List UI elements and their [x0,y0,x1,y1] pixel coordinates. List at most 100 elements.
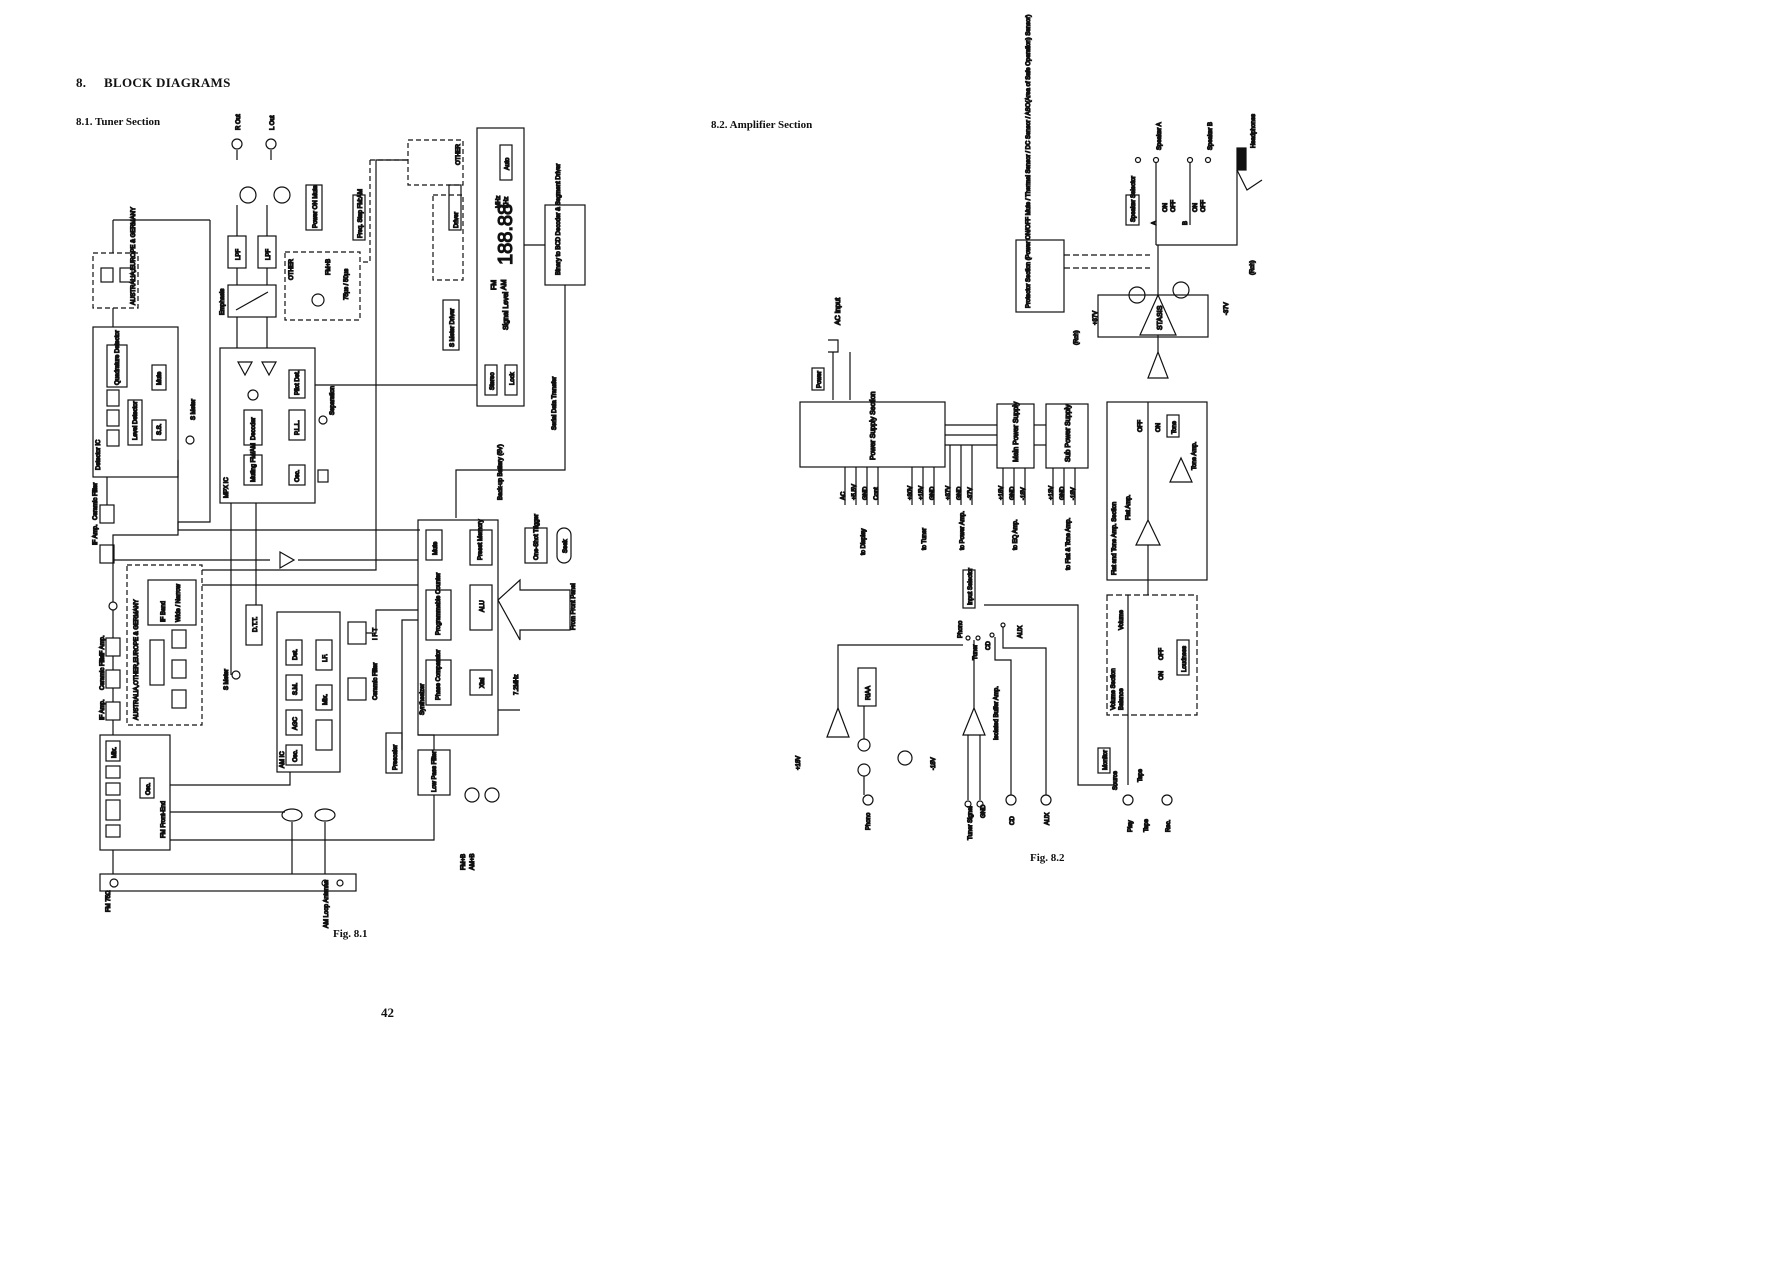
mpx-sum [247,389,259,401]
aux-sel-label: AUX [1018,626,1024,638]
amp-figure-caption: Fig. 8.2 [1030,852,1065,864]
one-shot-label: One-Shot Trigger [534,514,540,560]
am-antenna-terminal-1 [321,879,329,887]
other-label: OTHER [289,258,295,280]
input-selector-box[interactable] [962,569,976,609]
xtal-label: Xtal [480,678,486,688]
serial-data-label: Serial Data Transfer [552,377,558,430]
if-amp-1 [105,701,121,721]
quadrature-label: Quadrature Detector [115,330,121,385]
headphones-jack [1236,147,1247,171]
seek-button[interactable] [556,527,572,564]
rails-display: AC +5.5V GND Cont to Display [840,484,880,556]
am-agc-box [285,709,303,736]
spk-a-off-lbl: OFF [1171,200,1177,212]
speaker-a-label: Speaker A [1157,122,1163,150]
det-amp-1 [106,429,120,447]
aux-jack-label: AUX [1045,813,1051,825]
rail-flat-0: +13V [1049,486,1055,500]
rch-label-2: (Rch) [1250,260,1256,275]
tone-switch-box[interactable] [1166,414,1180,438]
riaa-label: RIAA [866,686,872,700]
europe-amp-2 [119,267,133,283]
spk-b-on-lbl: ON [1193,203,1199,212]
dtt-label: D.T.T. [253,616,259,632]
auto-label: Auto [505,157,511,170]
cpu-mute-label: Mute [433,541,439,555]
speaker-selector-label: Speaker Selector [1131,176,1137,222]
mute-label: Mute [157,371,163,385]
loudness-box[interactable] [1176,639,1190,676]
freq-step-box [352,194,366,241]
power-switch-box[interactable] [811,367,825,391]
emphasis-block [227,284,277,318]
level-detector-box [127,399,143,446]
tape2-label: Tape [1144,818,1150,832]
ceramic-filter-bank [149,639,165,686]
display-mhz: MHz [496,196,502,208]
europe-dashed-block [92,252,139,309]
page-number: 42 [381,1005,394,1020]
varactor-am-2 [314,808,336,822]
to-power-label: to Power Amp. [960,511,966,550]
s-meter-jack-2 [231,670,241,680]
sub-ps-label: Sub Power Supply [1065,404,1072,462]
protector-label: Protector Section (Power ON/OFF Mute / T… [1026,15,1032,308]
xtal-freq-label: 7.2MHz [514,674,520,695]
ss-box [151,419,167,441]
if-amp-3 [171,629,187,649]
lpf-l-label: LPF [236,249,242,260]
tape-rec-jack [1161,794,1173,806]
region-dashed-block [126,564,203,726]
spk-a-on-lbl: ON [1163,203,1169,212]
if-amp-label-4: IF Amp. [93,524,99,545]
tone-amp [1169,456,1193,483]
out-transistor-l [239,186,257,204]
am-det-label: Det. [293,649,299,660]
rail-eq-1: GND [1010,486,1016,500]
cd-jack-label: CD [1010,816,1016,825]
fe-rf-amp [105,799,121,821]
one-shot-box [524,527,548,564]
speaker-b-terminal-1 [1186,156,1194,164]
tuner-section-title: 8.1. Tuner Section [76,116,161,128]
prescaler-label: Prescaler [393,745,399,770]
am-det-box [285,639,303,666]
driver-box [448,184,462,231]
other-top-label: OTHER [456,143,462,165]
mpx-amp-r [260,361,278,377]
rch-label-1: (Rch) [1074,330,1080,345]
flat-tone-section-block [1106,401,1208,581]
am-mix-label: Mix. [323,694,329,705]
speaker-b-label: Speaker B [1208,122,1214,150]
rail-power-1: GND [957,486,963,500]
if-sum-node [108,601,118,611]
monitor-box[interactable] [1097,747,1111,774]
speaker-selector-box[interactable] [1125,194,1140,226]
play-label: Play [1128,820,1134,832]
region-label-1: AUSTRALIA,OTHER,EUROPE & GERMANY [134,599,140,720]
volume-section-block [1106,594,1198,716]
s-meter-driver-box [442,299,460,351]
rails-flat: +13V GND -18V to Flat & Tone Amp. [1048,485,1077,570]
volume-label: Volume [1119,609,1125,630]
fe-osc-box [139,777,155,799]
stereo-label: Stereo [490,372,496,390]
input-selector-label: Input Selector [968,568,974,605]
rail-display-0: AC [841,491,847,500]
display-fm: FM [491,280,498,290]
ceramic-label-4: Ceramic Filter [93,483,99,520]
out-transistor-r [273,186,291,204]
to-tuner-label: to Tuner [922,528,928,550]
volume-section-label: Volume Section [1111,668,1117,710]
other-dashed-block [407,139,464,186]
tape-label: Tape [1138,768,1144,782]
preset-memory-label: Preset Memory [478,519,484,560]
loudness-on-label: ON [1159,671,1165,680]
backup-label: Back-up Battery (5V) [498,444,504,500]
s-meter-label: S Meter [191,399,197,420]
phono-transistor-1 [857,738,871,752]
heading-number: 8. [76,75,87,90]
rail-eq-2: -18V [1021,487,1027,500]
am-sm-label: S.M. [293,682,299,695]
